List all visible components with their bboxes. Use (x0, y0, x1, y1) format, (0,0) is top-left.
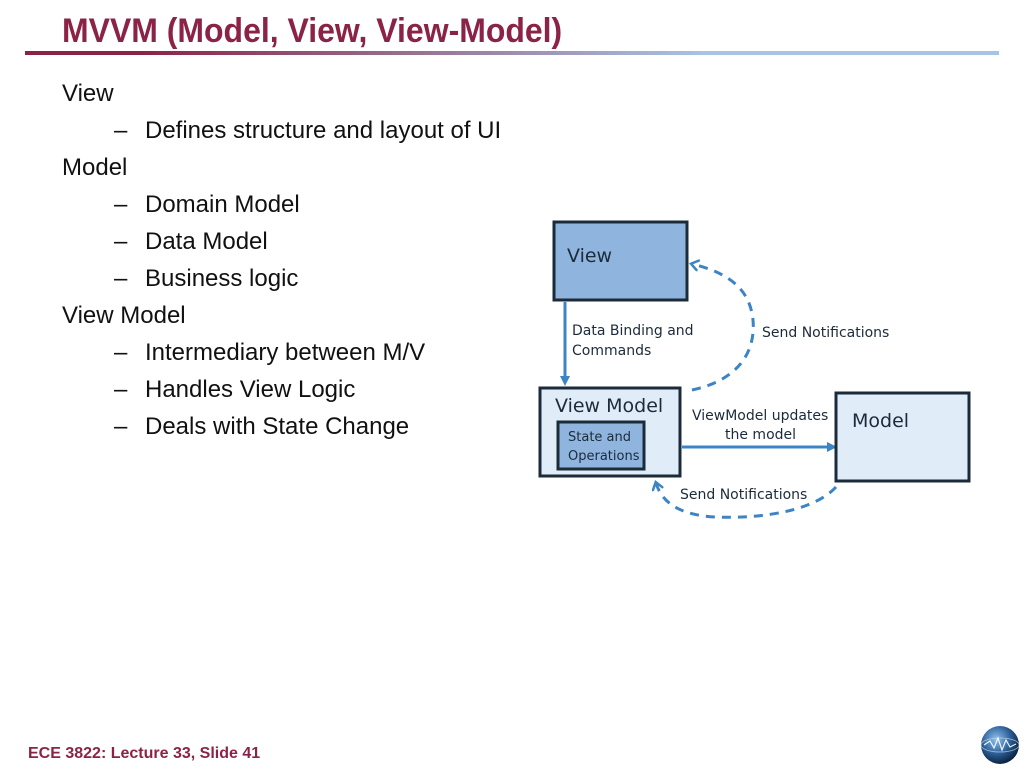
dash-marker: – (114, 339, 128, 366)
send-notifications-bottom-label: Send Notifications (680, 487, 807, 503)
dash-marker: – (114, 228, 128, 255)
viewmodel-box-label: View Model (555, 395, 663, 417)
bullet-view: View (62, 80, 114, 107)
sub-bullet: Domain Model (145, 191, 300, 218)
model-box: Model (834, 391, 971, 483)
notify-view-arrow (692, 264, 755, 392)
binding-label-line1: Data Binding and (572, 323, 694, 339)
globe-logo-icon (980, 726, 1020, 764)
sub-bullet: Handles View Logic (145, 376, 356, 403)
viewmodel-box: View Model State and Operations (538, 386, 682, 478)
state-label-line2: Operations (568, 449, 640, 464)
state-box (556, 420, 646, 471)
dash-marker: – (114, 376, 128, 403)
updates-label-line2: the model (725, 427, 796, 443)
notify-viewmodel-arrow (656, 483, 838, 519)
dash-marker: – (114, 413, 128, 440)
state-label-line1: State and (568, 430, 631, 445)
sub-bullet: Intermediary between M/V (145, 339, 426, 366)
dash-marker: – (114, 191, 128, 218)
view-box-label: View (567, 245, 612, 267)
updates-label-line1: ViewModel updates (692, 408, 828, 424)
bullet-model: Model (62, 154, 128, 181)
slide-title: MVVM (Model, View, View-Model) (62, 12, 563, 50)
sub-bullet: Deals with State Change (145, 413, 410, 440)
model-box-label: Model (852, 410, 909, 432)
send-notifications-top-label: Send Notifications (762, 325, 889, 341)
dash-marker: – (114, 117, 128, 144)
sub-bullet: Business logic (145, 265, 299, 292)
dash-marker: – (114, 265, 128, 292)
sub-bullet: Defines structure and layout of UI (145, 117, 502, 144)
bullet-view-model: View Model (62, 302, 186, 329)
mvvm-diagram: View Data Binding and Commands Send Noti… (538, 220, 971, 519)
title-rule (25, 51, 999, 55)
slide-footer: ECE 3822: Lecture 33, Slide 41 (28, 745, 261, 762)
view-box: View (552, 220, 689, 302)
sub-bullet: Data Model (145, 228, 268, 255)
binding-label-line2: Commands (572, 343, 651, 359)
